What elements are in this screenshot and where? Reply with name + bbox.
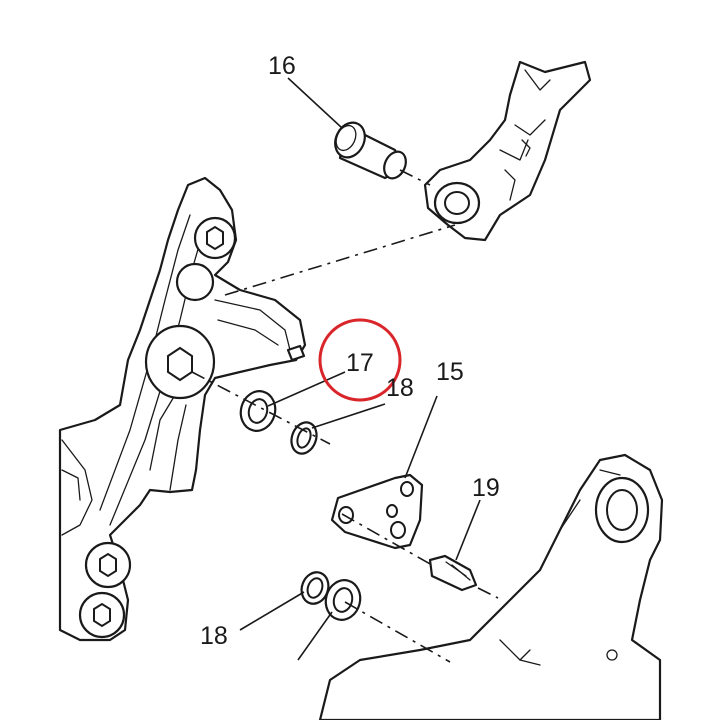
lever-arm (423, 60, 592, 242)
mount-bracket (318, 453, 664, 720)
callout-17: 17 (346, 349, 374, 377)
callout-15: 15 (436, 358, 464, 386)
washer-bottom (324, 579, 362, 621)
part-17-washer (239, 390, 277, 432)
callout-18-top: 18 (386, 374, 414, 402)
part-15-plate (330, 473, 424, 550)
part-18-circlip-top (290, 421, 318, 455)
leader-lines (239, 77, 481, 661)
callout-16: 16 (268, 52, 296, 80)
highlight-ring (318, 318, 402, 402)
assembly-axes (191, 169, 499, 663)
part-19-bolt (428, 554, 478, 592)
part-16-bushing (334, 121, 407, 180)
callout-18-bottom: 18 (200, 622, 228, 650)
callout-19: 19 (472, 474, 500, 502)
frame-bracket (58, 176, 307, 642)
